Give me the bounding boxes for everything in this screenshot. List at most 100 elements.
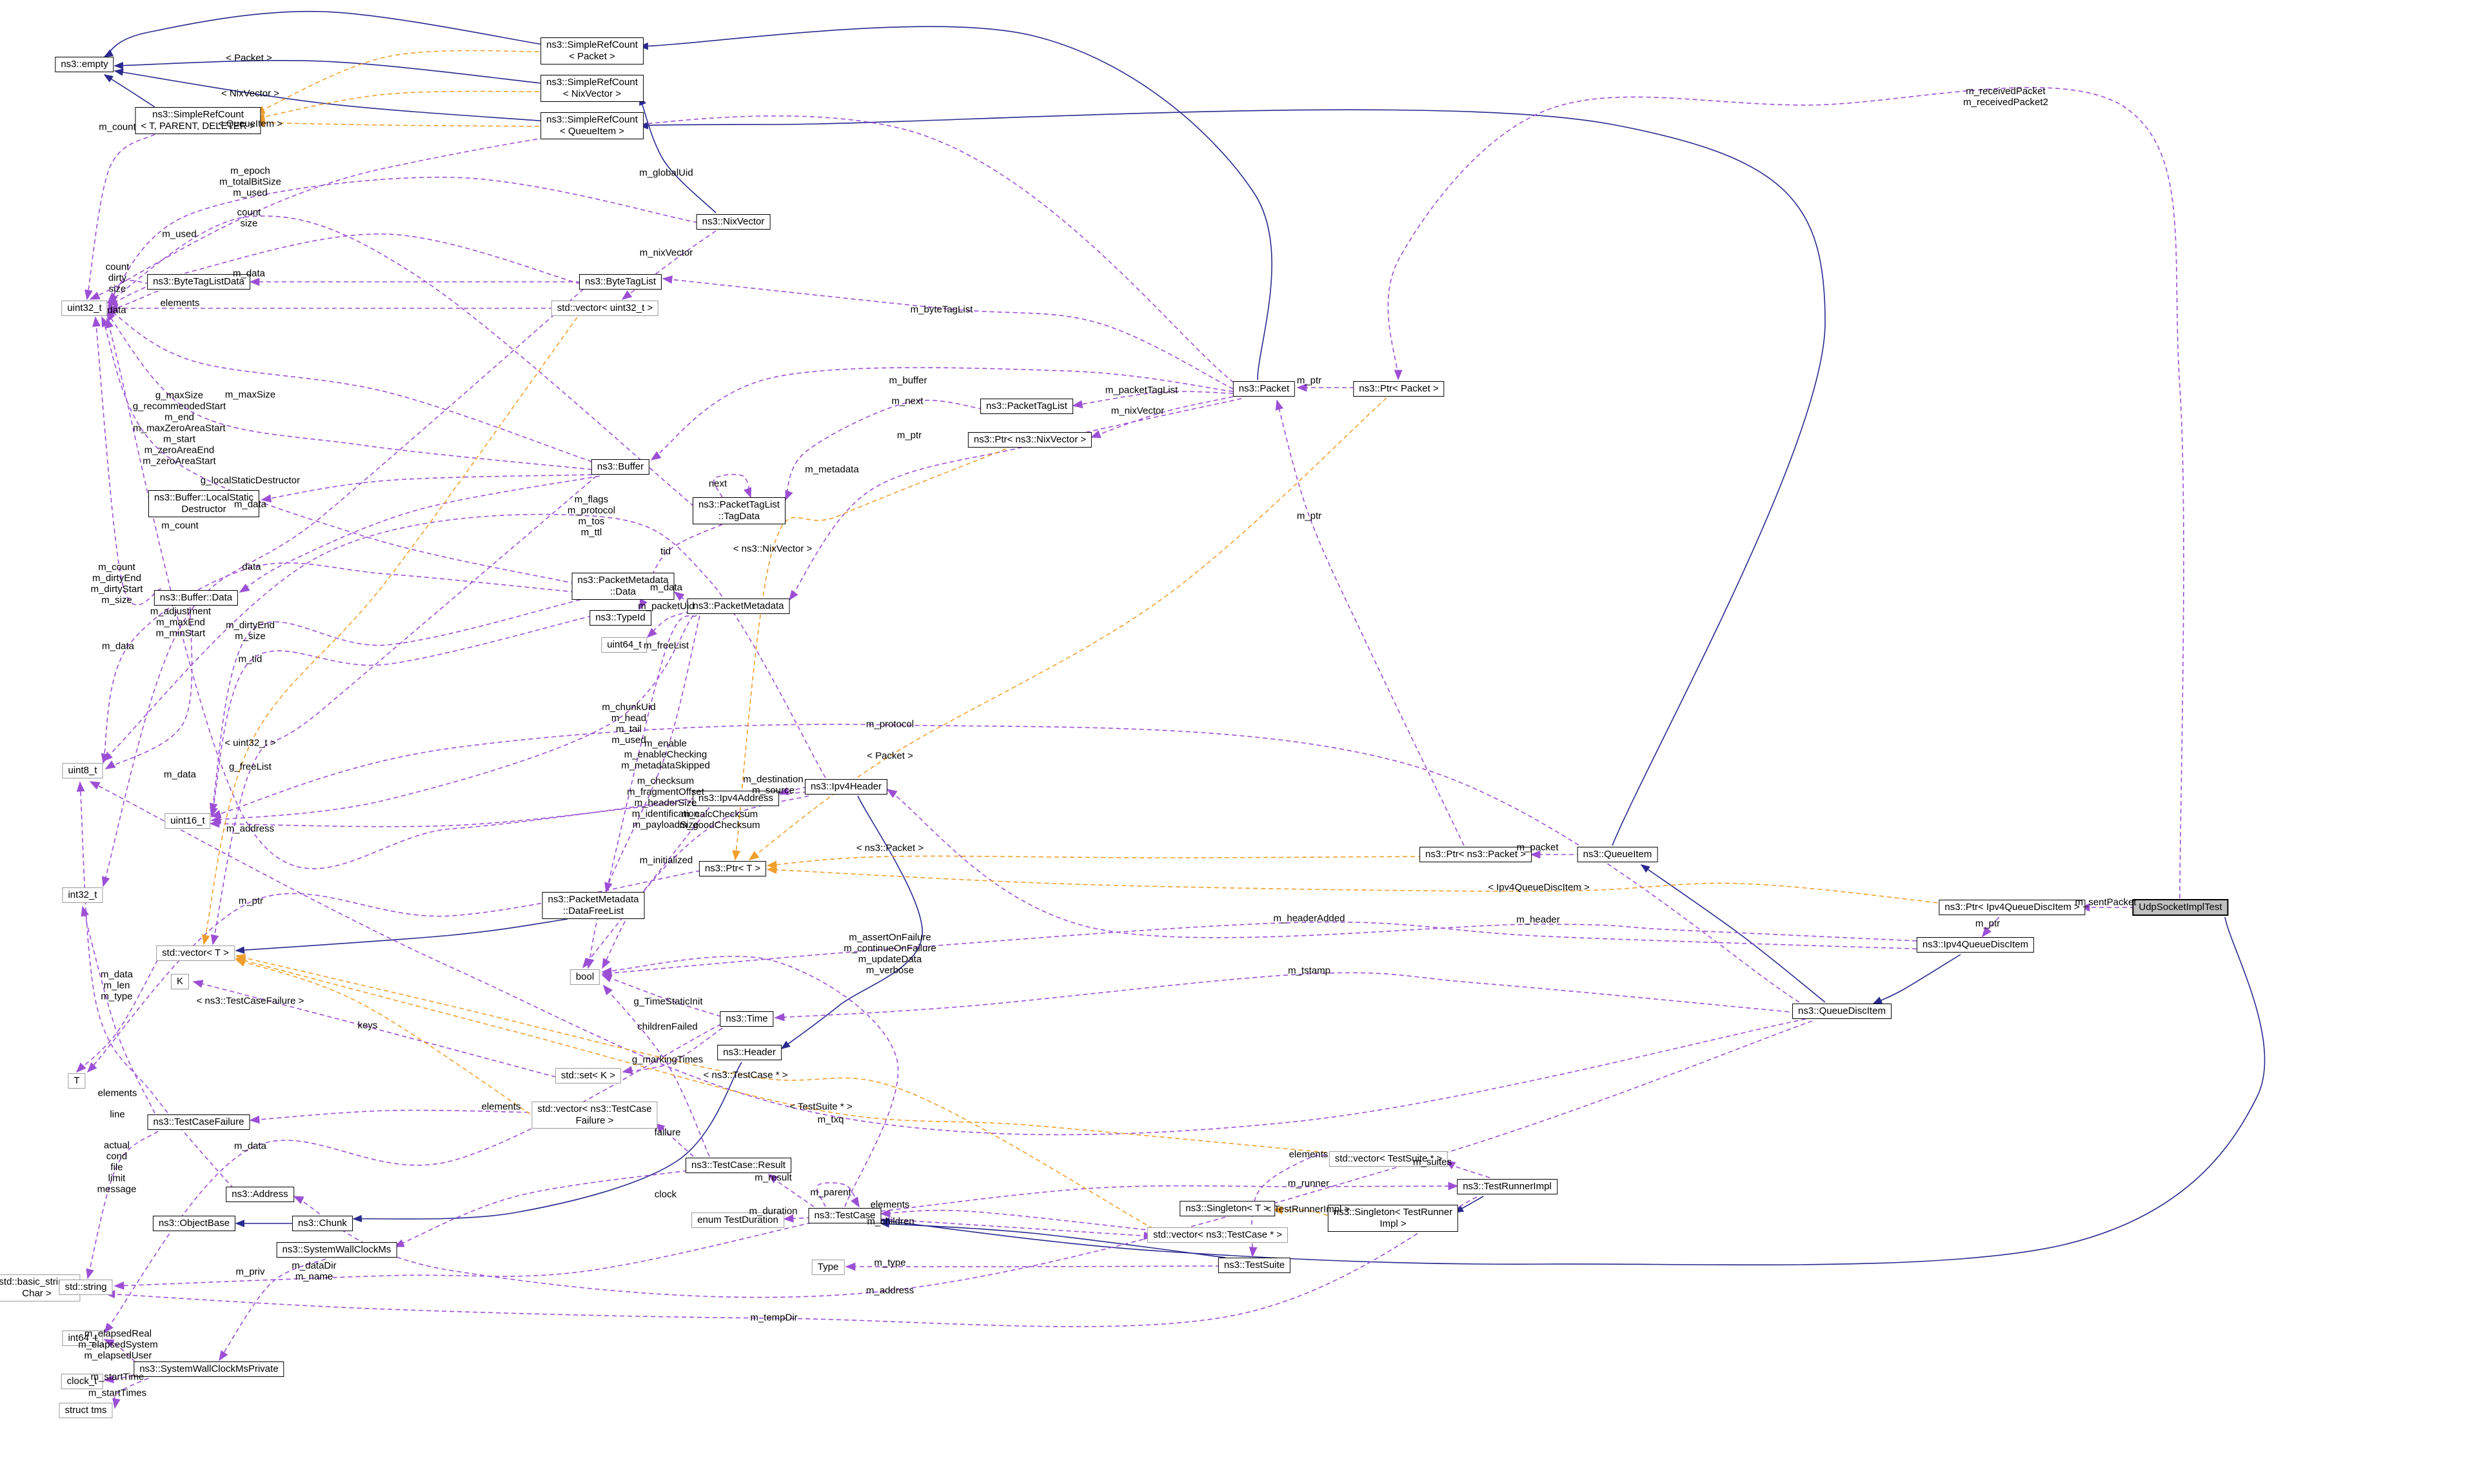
node-src_qi[interactable]: ns3::SimpleRefCount < QueueItem > (540, 112, 644, 139)
node-tcres[interactable]: ns3::TestCase::Result (686, 1158, 791, 1173)
node-single_tri[interactable]: ns3::Singleton< TestRunner Impl > (1327, 1205, 1459, 1232)
node-swcms[interactable]: ns3::SystemWallClockMs (276, 1242, 397, 1258)
edge-label-m_calcChecksum: m_calcChecksum m_goodChecksum (679, 809, 760, 831)
node-ptr_t[interactable]: ns3::Ptr< T > (698, 861, 767, 876)
node-testsuite[interactable]: ns3::TestSuite (1218, 1258, 1291, 1273)
edge-label-m_adjustment: m_adjustment m_maxEnd m_minStart (150, 606, 212, 639)
node-btl[interactable]: ns3::ByteTagList (578, 274, 662, 290)
node-empty[interactable]: ns3::empty (55, 57, 114, 72)
node-chunk[interactable]: ns3::Chunk (292, 1216, 353, 1231)
edge-packet-ptr_nix (1090, 396, 1234, 439)
node-time[interactable]: ns3::Time (720, 1011, 774, 1027)
node-ptr_np[interactable]: ns3::Ptr< ns3::Packet > (1419, 847, 1532, 862)
edge-tagdata-uint32 (106, 215, 695, 507)
node-ptr_pkt[interactable]: ns3::Ptr< Packet > (1353, 381, 1445, 397)
edge-qdi-uint8 (89, 781, 1806, 1136)
edge-label-m_txq: m_txq (817, 1114, 844, 1125)
edge-label-m_byteTagList: m_byteTagList (910, 304, 973, 315)
node-addr[interactable]: ns3::Address (226, 1187, 294, 1202)
edge-ptr_np-packet (1275, 399, 1465, 846)
edge-label-m_metadata: m_metadata (805, 464, 859, 475)
node-nixvector[interactable]: ns3::NixVector (696, 214, 771, 230)
edge-label-m_count: m_count (161, 520, 199, 531)
node-tagdata[interactable]: ns3::PacketTagList ::TagData (693, 497, 786, 524)
edge-label-m_sentPacket: m_sentPacket (2075, 896, 2137, 908)
node-vec_tc[interactable]: std::vector< ns3::TestCase * > (1147, 1227, 1289, 1243)
node-buffer[interactable]: ns3::Buffer (591, 459, 650, 475)
node-buf_ls[interactable]: ns3::Buffer::LocalStatic Destructor (148, 490, 259, 517)
node-dfl[interactable]: ns3::PacketMetadata ::DataFreeList (542, 892, 645, 919)
edge-time-int64 (104, 1024, 722, 1334)
edge-label-m_protocol: m_protocol (865, 718, 914, 730)
node-vec_tcf[interactable]: std::vector< ns3::TestCase Failure > (531, 1102, 658, 1129)
node-tri[interactable]: ns3::TestRunnerImpl (1457, 1179, 1557, 1194)
edge-label-data: data (107, 304, 126, 316)
edge-btl-int32 (102, 288, 584, 887)
node-int64[interactable]: int64_t (62, 1331, 103, 1346)
edge-label-m_data: m_data (649, 582, 683, 593)
edge-label-m_parent: m_parent (810, 1187, 851, 1198)
edge-vec_ts-vec_t (235, 956, 1334, 1154)
node-uint32[interactable]: uint32_t (61, 301, 108, 316)
node-set_k[interactable]: std::set< K > (555, 1068, 622, 1083)
edge-label-m_runner: m_runner (1287, 1178, 1330, 1189)
node-int32[interactable]: int32_t (62, 887, 103, 903)
edge-label-m_priv: m_priv (235, 1266, 265, 1278)
node-src_nix[interactable]: ns3::SimpleRefCount < NixVector > (540, 75, 644, 102)
edge-label-m_packetUid: m_packetUid (638, 600, 695, 612)
edge-ptr_nix-ptr_t (732, 448, 1007, 861)
edge-src_qi-empty (114, 68, 548, 122)
node-pm[interactable]: ns3::PacketMetadata (687, 599, 790, 614)
node-uint8[interactable]: uint8_t (62, 763, 103, 778)
node-ptr_iqdi[interactable]: ns3::Ptr< Ipv4QueueDiscItem > (1939, 900, 2086, 915)
node-ipv4hdr[interactable]: ns3::Ipv4Header (804, 779, 888, 795)
node-bool[interactable]: bool (569, 969, 600, 985)
node-header[interactable]: ns3::Header (717, 1045, 782, 1060)
node-str[interactable]: std::string (59, 1280, 113, 1295)
edge-udptest-ptr_pkt (1387, 86, 2184, 899)
edge-label-< QueueItem >: < QueueItem > (217, 118, 283, 130)
edge-label-m_ptr: m_ptr (1296, 375, 1322, 386)
node-udptest[interactable]: UdpSocketImplTest (2132, 899, 2229, 916)
edge-ipv4hdr-header (780, 795, 923, 1049)
node-vec_ts[interactable]: std::vector< TestSuite * > (1329, 1151, 1448, 1167)
node-packet[interactable]: ns3::Packet (1232, 381, 1296, 397)
node-type[interactable]: Type (811, 1260, 845, 1275)
node-uint16[interactable]: uint16_t (164, 813, 211, 829)
node-typeid[interactable]: ns3::TypeId (589, 610, 651, 626)
node-tcf[interactable]: ns3::TestCaseFailure (147, 1114, 250, 1130)
edge-label-clock: clock (654, 1189, 677, 1200)
node-swcmsp[interactable]: ns3::SystemWallClockMsPrivate (133, 1361, 284, 1377)
node-uint64[interactable]: uint64_t (601, 637, 647, 653)
node-clockt[interactable]: clock_t (61, 1374, 103, 1389)
edge-label-m_header: m_header (1516, 914, 1560, 925)
edge-pmd-uint8 (101, 562, 576, 764)
node-src_t[interactable]: ns3::SimpleRefCount < T, PARENT, DELETER… (135, 107, 261, 134)
node-enumtd[interactable]: enum TestDuration (691, 1212, 784, 1228)
edge-vec_tcf-vec_t (235, 958, 537, 1119)
node-btld[interactable]: ns3::ByteTagListData (147, 274, 250, 290)
edge-buffer-vec_t (210, 475, 597, 945)
node-ipv4qdi[interactable]: ns3::Ipv4QueueDiscItem (1916, 937, 2035, 953)
node-vec_t[interactable]: std::vector< T > (156, 945, 235, 961)
node-single_t[interactable]: ns3::Singleton< T > (1180, 1201, 1275, 1216)
edge-packet-btl (662, 275, 1234, 390)
node-qdi[interactable]: ns3::QueueDiscItem (1792, 1004, 1892, 1019)
node-ptl[interactable]: ns3::PacketTagList (980, 399, 1073, 414)
node-k[interactable]: K (170, 974, 190, 989)
node-vec_u32[interactable]: std::vector< uint32_t > (551, 301, 659, 316)
node-src_packet[interactable]: ns3::SimpleRefCount < Packet > (540, 37, 644, 64)
edge-label-m_type: m_type (874, 1257, 906, 1269)
node-ipv4addr[interactable]: ns3::Ipv4Address (693, 791, 779, 806)
node-ptr_nix[interactable]: ns3::Ptr< ns3::NixVector > (967, 432, 1092, 448)
node-pmd[interactable]: ns3::PacketMetadata ::Data (571, 573, 675, 600)
node-testcase[interactable]: ns3::TestCase (808, 1208, 882, 1223)
edge-label-actual: actual cond file limit message (97, 1140, 137, 1195)
node-objbase[interactable]: ns3::ObjectBase (152, 1216, 236, 1231)
node-qi[interactable]: ns3::QueueItem (1577, 847, 1658, 862)
edge-label-elements: elements (481, 1101, 521, 1113)
edge-qdi-addr (293, 1020, 1813, 1298)
node-buf_data[interactable]: ns3::Buffer::Data (153, 590, 239, 606)
node-t[interactable]: T (68, 1073, 86, 1089)
node-tms[interactable]: struct tms (59, 1403, 113, 1418)
